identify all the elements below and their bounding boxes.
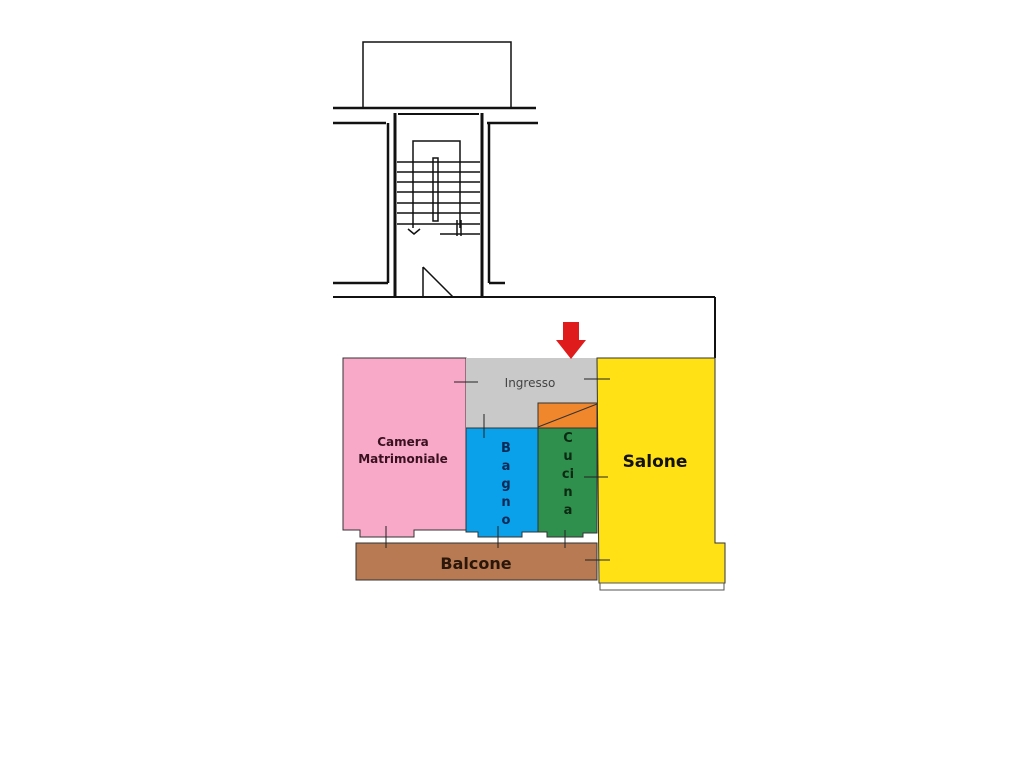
label-cucina: Cucina xyxy=(561,431,575,518)
label-bagno: Bagno xyxy=(501,441,511,528)
stairwell xyxy=(333,41,716,358)
label-camera-matrimoniale: Camera Matrimoniale xyxy=(358,435,448,466)
label-ingresso: Ingresso xyxy=(504,376,556,390)
door-markers xyxy=(385,378,610,561)
room-balcone xyxy=(355,542,598,581)
entrance-arrow-icon xyxy=(556,322,586,359)
label-salone: Salone xyxy=(622,452,688,472)
label-balcone: Balcone xyxy=(440,554,512,573)
room-cucina xyxy=(537,427,598,538)
room-salone xyxy=(596,357,726,584)
